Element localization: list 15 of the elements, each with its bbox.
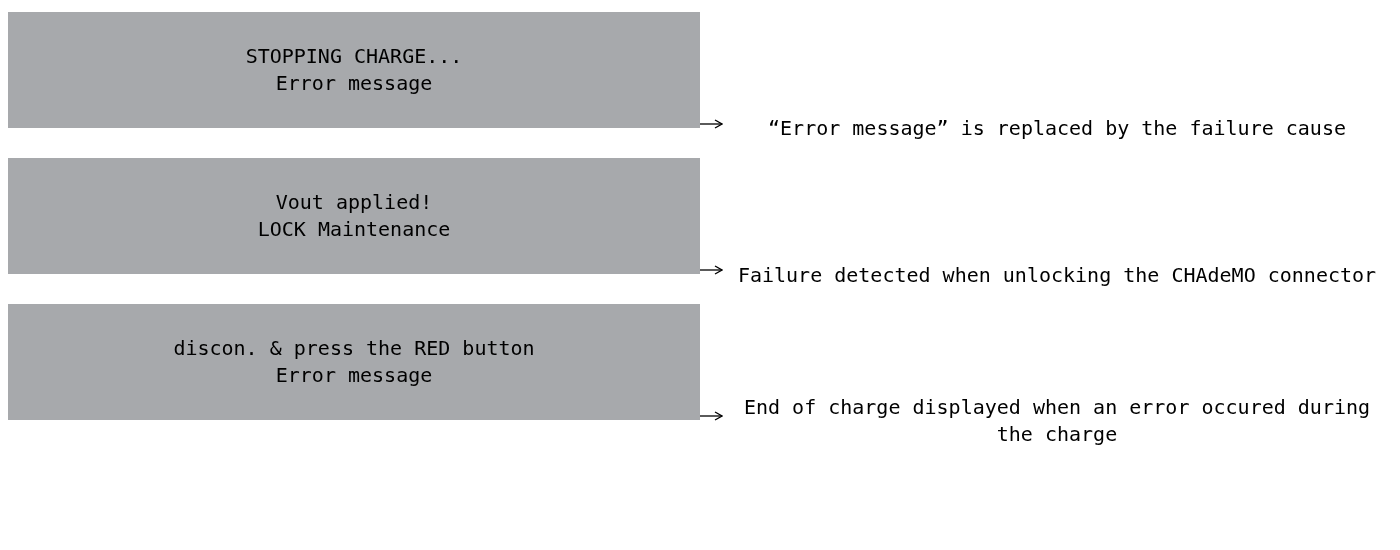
arrow xyxy=(699,265,723,275)
display-screen xyxy=(8,304,700,420)
arrow xyxy=(699,119,723,129)
description: End of charge displayed when an error occured during the charge xyxy=(742,394,1372,448)
display-screen xyxy=(8,12,700,128)
display-line: STOPPING CHARGE... xyxy=(245,43,463,70)
display-line: discon. & press the RED button xyxy=(173,335,535,362)
display-line: LOCK Maintenance xyxy=(257,216,451,243)
display-line: Vout applied! xyxy=(275,189,433,216)
arrow xyxy=(699,411,723,421)
description: Failure detected when unlocking the CHAdeMO connector xyxy=(737,261,1377,289)
description: “Error message” is replaced by the failure cause xyxy=(768,114,1346,142)
display-screen xyxy=(8,158,700,274)
display-line: Error message xyxy=(275,362,433,389)
display-line: Error message xyxy=(275,70,433,97)
